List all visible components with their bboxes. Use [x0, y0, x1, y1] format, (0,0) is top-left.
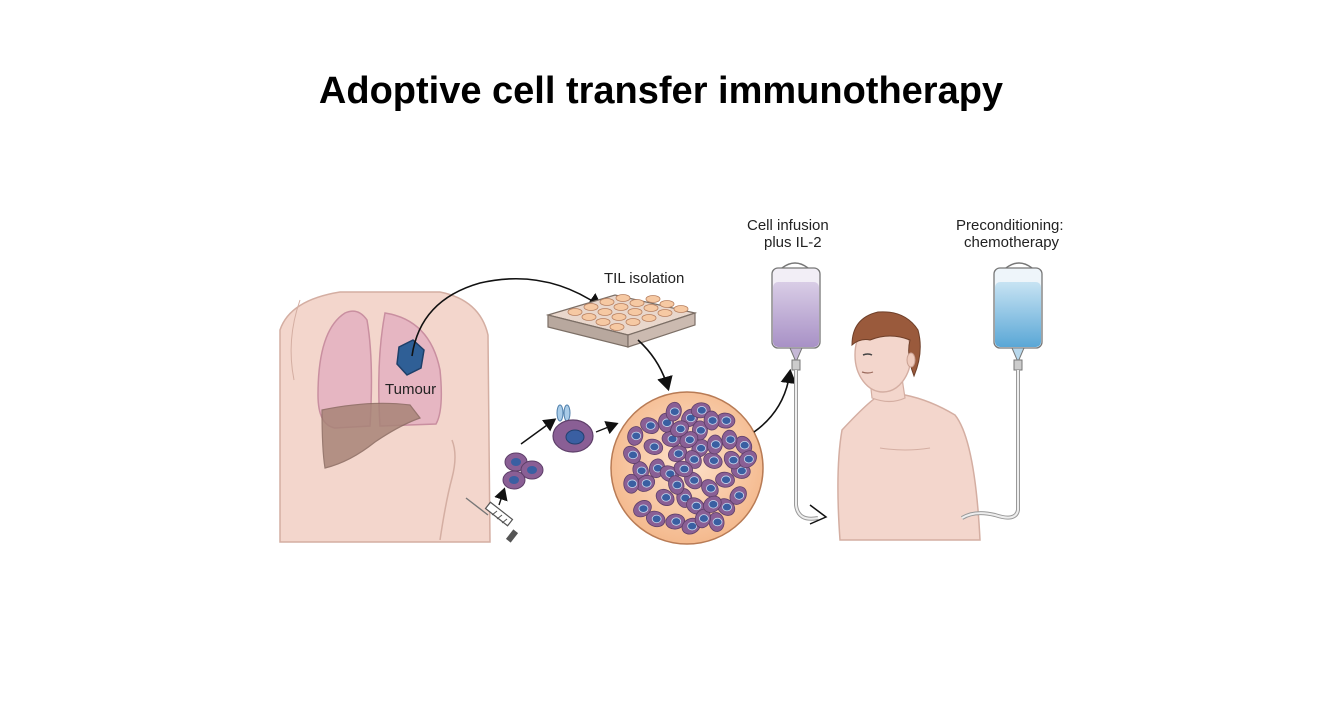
culture-cell-nucleus [689, 476, 700, 485]
culture-cell-nucleus [710, 440, 721, 449]
culture-cell-nucleus [645, 421, 656, 430]
culture-cell-nucleus [638, 504, 649, 513]
culture-cell-nucleus [739, 441, 750, 450]
culture-cell-nucleus [708, 500, 719, 509]
culture-cell-nucleus [696, 426, 706, 435]
arrow-culture-to-infusion [753, 368, 797, 433]
culture-cell-nucleus [651, 514, 662, 524]
culture-cell-nucleus [687, 521, 698, 531]
culture-cell-nucleus [712, 517, 723, 527]
expanded-culture [610, 391, 764, 545]
culture-cell-nucleus [706, 484, 716, 493]
culture-cell-nucleus [685, 413, 696, 423]
cell-infusion-label-line2: plus IL-2 [764, 234, 822, 251]
culture-cell-nucleus [669, 407, 680, 416]
culture-cell-nucleus [691, 501, 702, 511]
arm-contour [439, 439, 456, 541]
arrow-tumour-to-til [411, 278, 603, 357]
culture-cell-nucleus [743, 454, 754, 464]
culture-cell-nucleus [649, 442, 660, 452]
culture-plate [545, 294, 698, 348]
culture-cell-nucleus [673, 449, 684, 458]
culture-cell-nucleus [709, 456, 719, 465]
culture-cell-nucleus [684, 435, 695, 444]
culture-cell-nucleus [628, 450, 638, 460]
culture-cell-nucleus [675, 424, 686, 434]
chemotherapy-bag [993, 262, 1043, 371]
culture-cell-nucleus [721, 416, 732, 425]
culture-cell-nucleus [627, 479, 638, 488]
culture-cell-nucleus [689, 455, 700, 464]
culture-cell-nucleus [631, 431, 642, 441]
culture-cell-nucleus [679, 464, 690, 474]
arrow-cells-to-activated [520, 418, 557, 445]
culture-cell-nucleus [707, 416, 718, 425]
patient-figure [837, 311, 981, 541]
til-isolation-label: TIL isolation [604, 270, 684, 287]
page-title: Adoptive cell transfer immunotherapy [318, 70, 1004, 112]
culture-cell-nucleus [696, 444, 706, 453]
culture-cell-nucleus [636, 466, 647, 475]
culture-cell-nucleus [680, 493, 691, 503]
culture-cell-nucleus [698, 514, 709, 523]
plate-wells [567, 294, 689, 331]
culture-cell-nucleus [696, 406, 707, 415]
syringe-icon [465, 497, 519, 543]
culture-cell-nucleus [725, 435, 736, 444]
culture-cell-nucleus [734, 491, 745, 500]
preconditioning-label-line2: chemotherapy [964, 234, 1060, 251]
preconditioning-label-line1: Preconditioning: [956, 217, 1064, 234]
tumour-label: Tumour [385, 381, 436, 398]
culture-cell-nucleus [671, 517, 682, 526]
culture-cells [623, 401, 757, 535]
culture-cell-nucleus [721, 475, 731, 484]
arrow-activated-to-culture [595, 421, 619, 435]
activated-tcell [552, 404, 594, 453]
infusion-tube [794, 370, 819, 521]
infusion-arrow-head [809, 504, 828, 525]
culture-cell-nucleus [641, 479, 652, 488]
culture-cell-nucleus [722, 502, 732, 512]
culture-cell-nucleus [672, 480, 683, 490]
cell-infusion-label-line1: Cell infusion [747, 217, 829, 234]
arrow-plate-to-culture [637, 339, 673, 392]
small-cell-cluster [502, 452, 544, 490]
arrow-syringe-to-cells [494, 487, 508, 506]
chemo-tube-inner [961, 370, 1019, 519]
liver [321, 402, 421, 469]
culture-cell-nucleus [662, 418, 672, 427]
culture-cell-nucleus [728, 455, 739, 465]
infusion-tube-inner [795, 370, 819, 520]
tumour-icon [396, 339, 425, 376]
infusion-bag [771, 262, 821, 371]
culture-cell-nucleus [736, 466, 747, 476]
culture-cell-nucleus [661, 493, 672, 502]
